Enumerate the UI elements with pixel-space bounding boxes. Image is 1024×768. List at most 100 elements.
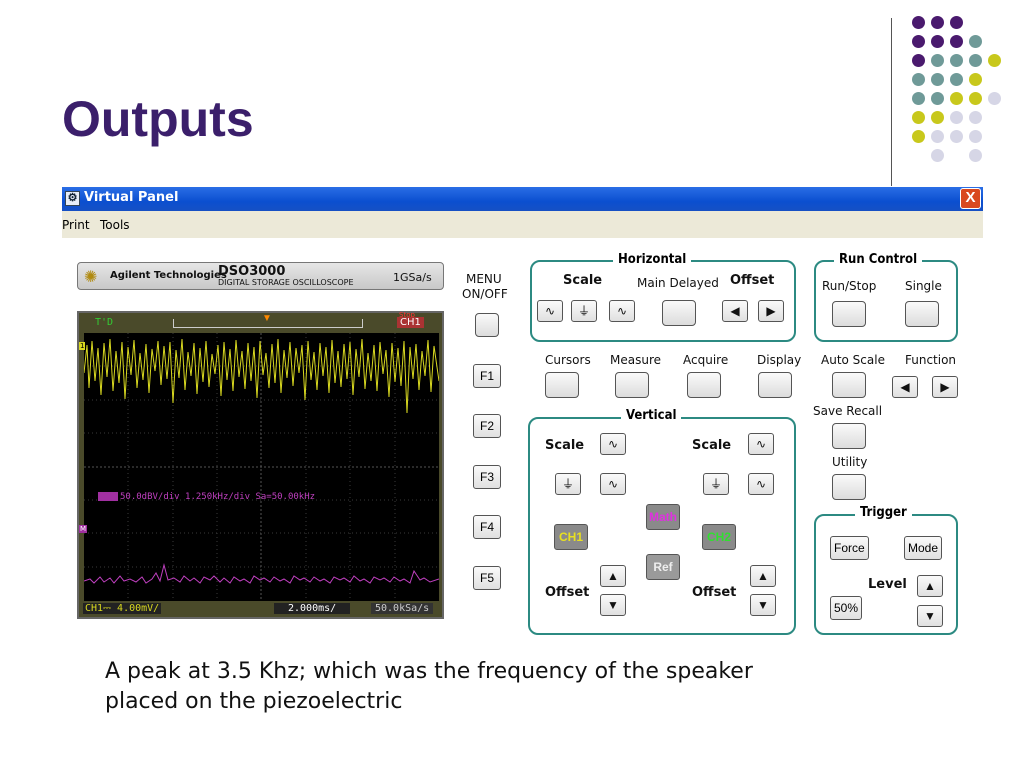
- run-control-title: Run Control: [834, 252, 923, 267]
- ch2-button[interactable]: CH2: [702, 524, 736, 550]
- caption-line-2: placed on the piezoelectric: [105, 689, 403, 714]
- ground-icon: ⏚: [577, 304, 590, 318]
- trigger-title: Trigger: [855, 505, 912, 520]
- wave-icon: ∿: [616, 304, 628, 318]
- down-arrow-icon: ▼: [757, 598, 769, 612]
- save-recall-button[interactable]: [832, 423, 866, 449]
- function-right-button[interactable]: ▶: [932, 376, 958, 398]
- display-label: Display: [757, 353, 802, 367]
- decorative-dot-grid: [0, 0, 1024, 180]
- ch1-scale-wave-button[interactable]: ∿: [600, 433, 626, 455]
- menu-bar: Print Tools: [62, 211, 983, 239]
- level-down-button[interactable]: ▼: [917, 605, 943, 627]
- math-button[interactable]: Math: [646, 504, 680, 530]
- right-arrow-icon: ▶: [940, 380, 950, 394]
- slide-caption: A peak at 3.5 Khz; which was the frequen…: [105, 657, 925, 717]
- window-title-bar[interactable]: ⚙ Virtual Panel X: [62, 187, 983, 211]
- math-trace: [84, 563, 439, 584]
- menu-print[interactable]: Print: [62, 218, 90, 232]
- menu-onoff-label-2: ON/OFF: [462, 287, 508, 301]
- main-delayed-label: Main Delayed: [637, 276, 719, 290]
- close-button[interactable]: X: [960, 188, 981, 209]
- sample-rate-readout: 50.0kSa/s: [371, 603, 434, 614]
- up-arrow-icon: ▲: [607, 569, 619, 583]
- horizontal-offset-left-button[interactable]: ◀: [722, 300, 748, 322]
- up-arrow-icon: ▲: [757, 569, 769, 583]
- wave-icon: ∿: [755, 437, 767, 451]
- ch2-coupling-button[interactable]: ∿: [748, 473, 774, 495]
- ch2-offset-down-button[interactable]: ▼: [750, 594, 776, 616]
- agilent-logo-icon: ✺: [84, 269, 98, 286]
- menu-tools[interactable]: Tools: [100, 218, 130, 232]
- f1-button[interactable]: F1: [473, 364, 501, 388]
- cursors-label: Cursors: [545, 353, 591, 367]
- ch1-button[interactable]: CH1: [554, 524, 588, 550]
- math-ground-marker: M: [79, 525, 88, 533]
- brand-rate: 1GSa/s: [393, 271, 432, 284]
- f2-button[interactable]: F2: [473, 414, 501, 438]
- ch2-ground-button[interactable]: ⏚: [703, 473, 729, 495]
- menu-onoff-button[interactable]: [475, 313, 499, 337]
- function-left-button[interactable]: ◀: [892, 376, 918, 398]
- level-up-button[interactable]: ▲: [917, 575, 943, 597]
- vertical-scale-left-label: Scale: [545, 438, 585, 453]
- measure-button[interactable]: [615, 372, 649, 398]
- ch1-volts-readout: CH1⎓ 4.00mV/: [83, 603, 162, 614]
- down-arrow-icon: ▼: [607, 598, 619, 612]
- ch1-coupling-button[interactable]: ∿: [600, 473, 626, 495]
- timebase-position-bar: [173, 319, 363, 328]
- auto-scale-button[interactable]: [832, 372, 866, 398]
- brand-strip: ✺ Agilent Technologies DSO3000 DIGITAL S…: [77, 262, 444, 290]
- horizontal-scale-ground-button[interactable]: ⏚: [571, 300, 597, 322]
- f5-button[interactable]: F5: [473, 566, 501, 590]
- acquire-button[interactable]: [687, 372, 721, 398]
- ch1-ground-marker: 1: [79, 342, 86, 350]
- vertical-title: Vertical: [621, 408, 682, 423]
- ref-button[interactable]: Ref: [646, 554, 680, 580]
- force-button[interactable]: Force: [830, 536, 869, 560]
- single-button[interactable]: [905, 301, 939, 327]
- wave-icon: ∿: [755, 477, 767, 491]
- left-arrow-icon: ◀: [900, 380, 910, 394]
- brand-company: Agilent Technologies: [110, 270, 227, 281]
- wave-icon: ∿: [544, 304, 556, 318]
- f4-button[interactable]: F4: [473, 515, 501, 539]
- ch1-offset-up-button[interactable]: ▲: [600, 565, 626, 587]
- ch2-offset-up-button[interactable]: ▲: [750, 565, 776, 587]
- horizontal-scale-wave-button[interactable]: ∿: [537, 300, 563, 322]
- timebase-readout: 2.000ms/: [274, 603, 351, 614]
- run-stop-button[interactable]: [832, 301, 866, 327]
- horizontal-scale-wave-button-2[interactable]: ∿: [609, 300, 635, 322]
- vertical-offset-left-label: Offset: [545, 585, 590, 600]
- app-icon: ⚙: [65, 191, 80, 206]
- waveform-svg: 50.0dBV/div 1.250kHz/div Sa=50.00kHz: [84, 333, 439, 601]
- acquire-label: Acquire: [683, 353, 729, 367]
- vertical-offset-right-label: Offset: [692, 585, 737, 600]
- run-stop-label: Run/Stop: [822, 279, 877, 293]
- scope-display: T'D ▼ Stop CH1 50.0dBV/div 1.250kHz/div …: [77, 311, 444, 619]
- vertical-scale-right-label: Scale: [692, 438, 732, 453]
- ch1-ground-button[interactable]: ⏚: [555, 473, 581, 495]
- brand-model: DSO3000: [218, 264, 286, 279]
- ch2-scale-wave-button[interactable]: ∿: [748, 433, 774, 455]
- mode-button[interactable]: Mode: [904, 536, 943, 560]
- auto-scale-label: Auto Scale: [821, 353, 885, 367]
- measure-label: Measure: [610, 353, 661, 367]
- waveform-screen[interactable]: 50.0dBV/div 1.250kHz/div Sa=50.00kHz: [84, 333, 439, 601]
- slide-title: Outputs: [62, 91, 254, 147]
- ch1-trace: [84, 338, 439, 414]
- scope-channel-label: CH1: [397, 317, 424, 328]
- ch1-offset-down-button[interactable]: ▼: [600, 594, 626, 616]
- horizontal-offset-right-button[interactable]: ▶: [758, 300, 784, 322]
- menu-onoff-label-1: MENU: [466, 272, 502, 286]
- single-label: Single: [905, 279, 942, 293]
- cursors-button[interactable]: [545, 372, 579, 398]
- trigger-position-marker: ▼: [262, 313, 272, 324]
- save-recall-label: Save Recall: [813, 404, 883, 418]
- f3-button[interactable]: F3: [473, 465, 501, 489]
- utility-button[interactable]: [832, 474, 866, 500]
- scope-stop-flag: Stop: [399, 311, 415, 319]
- fifty-percent-button[interactable]: 50%: [830, 596, 863, 620]
- main-delayed-button[interactable]: [662, 300, 696, 326]
- display-button[interactable]: [758, 372, 792, 398]
